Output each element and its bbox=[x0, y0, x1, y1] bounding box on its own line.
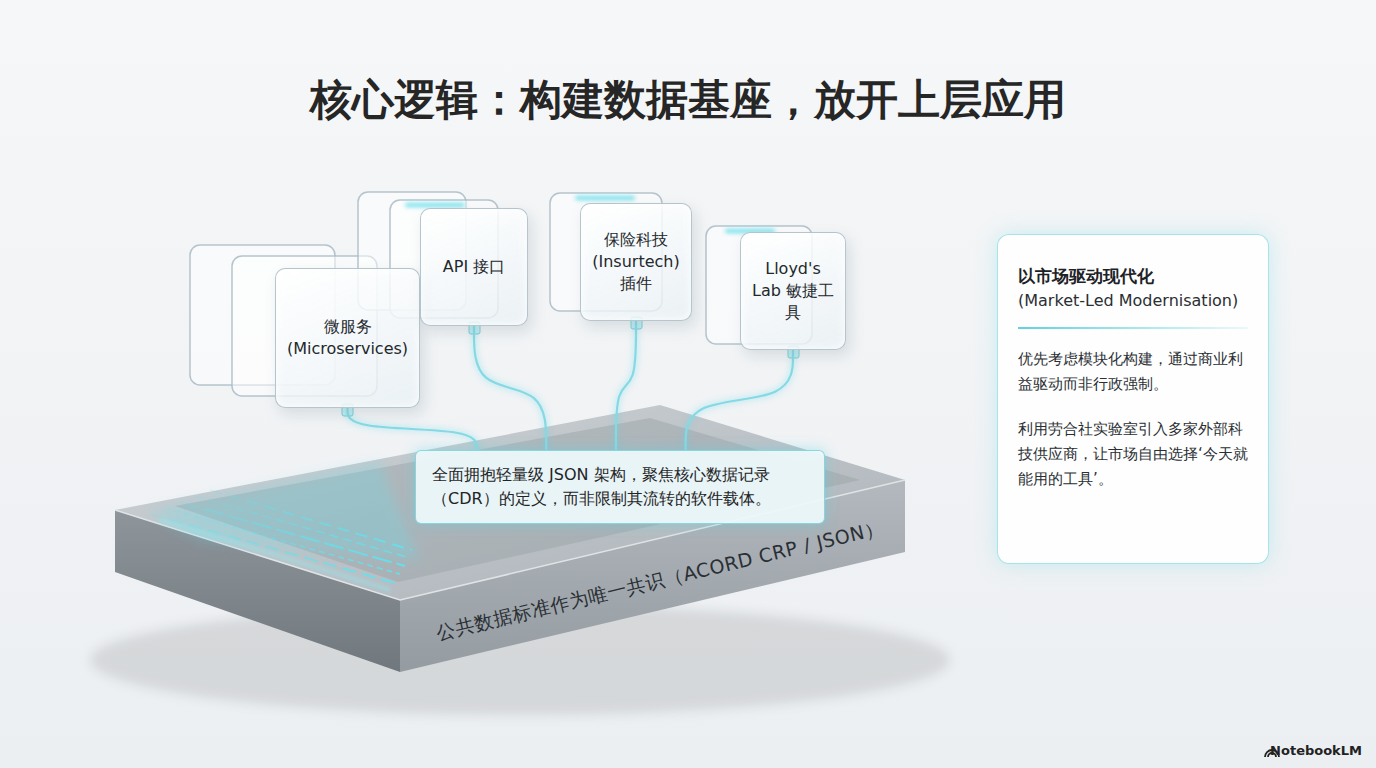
data-wire bbox=[616, 321, 636, 450]
insight-card: 以市场驱动现代化(Market-Led Modernisation) 优先考虑模块… bbox=[997, 234, 1269, 564]
card-label: 微服务 (Microservices) bbox=[284, 316, 411, 360]
app-module-card: API 接口 bbox=[420, 208, 528, 326]
card-divider bbox=[1018, 327, 1248, 329]
card-label: 保险科技 (Insurtech) 插件 bbox=[589, 229, 683, 295]
data-wire bbox=[474, 326, 546, 450]
app-module-card: Lloyd's Lab 敏捷工具 bbox=[740, 232, 846, 350]
json-architecture-panel: 全面拥抱轻量级 JSON 架构，聚焦核心数据记录（CDR）的定义，而非限制其流转… bbox=[415, 450, 825, 524]
slide-title: 核心逻辑：构建数据基座，放开上层应用 bbox=[0, 72, 1376, 128]
card-body: 利用劳合社实验室引入多家外部科技供应商，让市场自由选择‘今天就能用的工具’。 bbox=[1018, 417, 1248, 492]
app-module-card: 微服务 (Microservices) bbox=[275, 268, 420, 408]
app-module-card: 保险科技 (Insurtech) 插件 bbox=[580, 203, 692, 321]
card-subheading: (Market-Led Modernisation) bbox=[1018, 289, 1248, 313]
data-foundation-slab: 全面拥抱轻量级 JSON 架构，聚焦核心数据记录（CDR）的定义，而非限制其流转… bbox=[110, 395, 920, 705]
data-stream bbox=[150, 462, 420, 590]
panel-label: 全面拥抱轻量级 JSON 架构，聚焦核心数据记录（CDR）的定义，而非限制其流转… bbox=[432, 463, 808, 511]
watermark: NotebookLM bbox=[1270, 743, 1362, 759]
slab-label: 公共数据标准作为唯一共识（ACORD CRP / JSON） bbox=[434, 516, 886, 644]
card-body: 优先考虑模块化构建，通过商业利益驱动而非行政强制。 bbox=[1018, 347, 1248, 397]
data-wire bbox=[348, 408, 477, 450]
data-slab bbox=[115, 405, 905, 672]
card-label: API 接口 bbox=[443, 256, 505, 278]
card-heading: 以市场驱动现代化 bbox=[1018, 263, 1248, 289]
data-wire bbox=[686, 350, 793, 450]
card-label: Lloyd's Lab 敏捷工具 bbox=[749, 258, 837, 324]
